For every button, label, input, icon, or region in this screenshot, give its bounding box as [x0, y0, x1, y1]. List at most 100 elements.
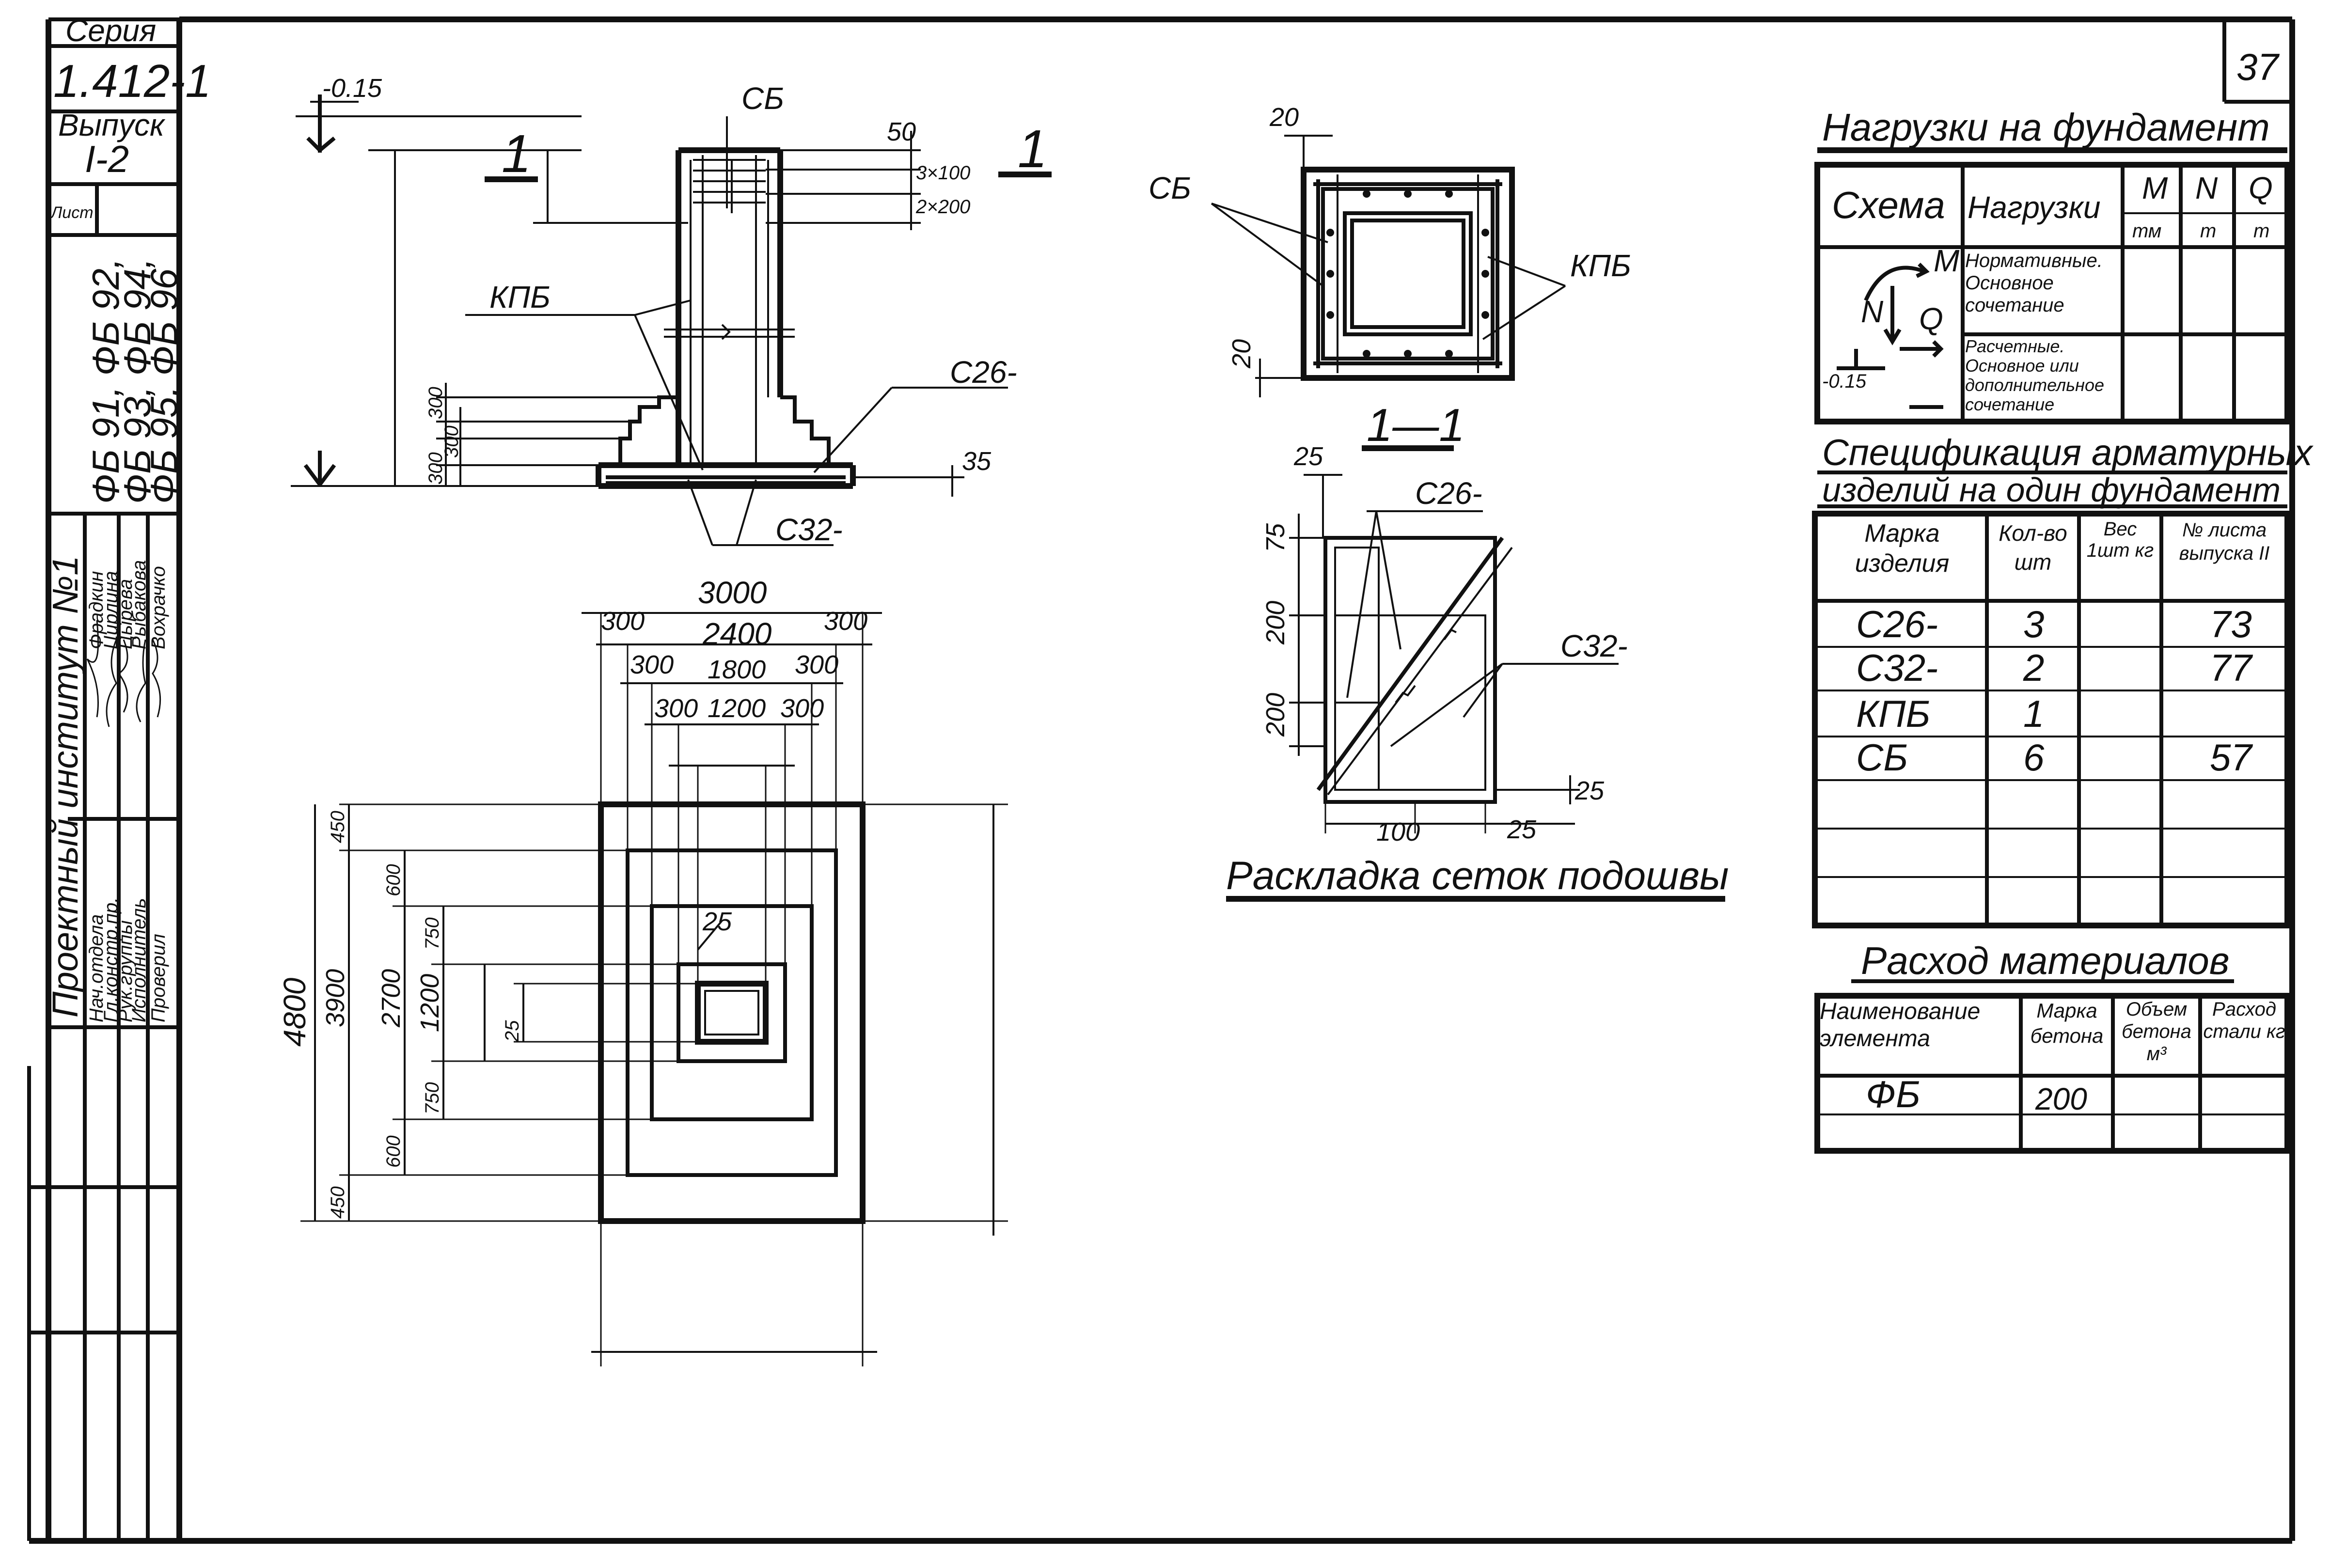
section-left-dim: 20 [1227, 339, 1256, 369]
scheme-q: Q [1919, 301, 1943, 336]
plan-w2-left: 300 [630, 650, 674, 679]
plan-h-step-top: 600 [383, 864, 404, 896]
issue-label: Выпуск [58, 108, 166, 142]
top-offset-dim: 50 [887, 117, 916, 146]
section-top-dim: 20 [1269, 103, 1299, 132]
plan-w2-mid: 1800 [708, 655, 766, 684]
spec-qty: 3 [2023, 603, 2044, 645]
spec-sheet: 77 [2210, 646, 2253, 689]
section-title: 1—1 [1367, 399, 1465, 451]
product-line-3: ФБ 95, ФБ 96 [142, 268, 185, 504]
materials-table: Расход материалов Наименование элемента … [1814, 939, 2290, 1154]
plan-h-core: 1200 [415, 974, 444, 1032]
spec-row: СБ 6 57 [1856, 736, 2253, 779]
loads-row-normative: Нормативные. Основное сочетание [1965, 250, 2103, 316]
spacing-dim-2: 2×200 [915, 196, 970, 218]
spec-qty: 2 [2023, 646, 2044, 689]
plan-h-core-bottom: 750 [422, 1082, 443, 1114]
spec-mark: КПБ [1856, 692, 1930, 735]
spec-sheet: 57 [2210, 736, 2253, 779]
loads-unit-n: т [2200, 220, 2216, 242]
mesh-dim-200a: 200 [1261, 601, 1290, 645]
plan-gap-a: 25 [502, 1020, 523, 1042]
mesh-bottom-dim-25: 25 [1507, 815, 1537, 844]
product-line-2: ФБ 93, ФБ 94, [116, 258, 158, 504]
spec-header-qty: Кол-во шт [1999, 520, 2067, 575]
plan-h-core-top: 750 [422, 917, 443, 950]
section-1-1-plan: 20 20 СБ КПБ 1—1 [1149, 103, 1631, 451]
plan-w1-mid: 2400 [702, 616, 772, 651]
materials-header-volume: Объем бетона м³ [2122, 999, 2191, 1065]
series-value: 1.412-1 [53, 55, 211, 107]
section-label-kpb: КПБ [1570, 248, 1631, 283]
mesh-title: Раскладка сеток подошвы [1226, 854, 1729, 898]
materials-element: ФБ [1866, 1073, 1921, 1115]
loads-header-scheme: Схема [1832, 184, 1945, 226]
foundation-elevation: -0.15 [291, 74, 1052, 547]
level-mark: -0.15 [322, 74, 382, 103]
plan-h-inner: 2700 [377, 969, 406, 1028]
plan-w3-right: 300 [780, 694, 824, 723]
role-2: Гл.констр.пр. [100, 897, 122, 1022]
label-c26: С26- [950, 355, 1017, 390]
loads-header-n: N [2195, 171, 2218, 205]
plan-h-outer-top: 450 [327, 811, 348, 843]
plan-w1-right: 300 [824, 607, 867, 636]
spec-row: С26- 3 73 [1856, 603, 2252, 645]
spec-title-1: Спецификация арматурных [1822, 432, 2314, 473]
role-4: Исполнитель [128, 898, 150, 1022]
loads-header-loads: Нагрузки [1968, 190, 2100, 225]
plan-w1-left: 300 [601, 607, 645, 636]
role-5: Проверил [148, 934, 169, 1022]
plan-w3-left: 300 [654, 694, 698, 723]
sheet-frame: 37 [29, 16, 2295, 1544]
plan-w3-mid: 1200 [708, 694, 766, 723]
sheet-number: 37 [2236, 46, 2280, 88]
materials-header-steel: Расход стали кг [2203, 999, 2285, 1042]
spec-header-sheet: № листа выпуска II [2179, 519, 2270, 564]
spec-title-2: изделий на один фундамент [1822, 471, 2281, 509]
institute-name: Проектный институт №1 [45, 555, 85, 1018]
product-line-1: ФБ 91, ФБ 92, [84, 258, 127, 504]
loads-table: Нагрузки на фундамент Схема Нагрузки M N… [1814, 106, 2290, 424]
loads-row-design: Расчетные. Основное или дополнительное с… [1965, 337, 2104, 414]
mesh-label-c26: С26- [1415, 476, 1482, 511]
mesh-dim-75: 75 [1261, 523, 1290, 552]
plan-w2-right: 300 [795, 650, 838, 679]
section-mark-right: 1 [1018, 119, 1047, 179]
spec-row: С32- 2 77 [1856, 646, 2253, 689]
mesh-right-dim: 25 [1574, 776, 1605, 805]
spec-mark: С32- [1856, 646, 1938, 689]
spec-table: Спецификация арматурных изделий на один … [1812, 432, 2314, 928]
spec-mark: СБ [1856, 736, 1908, 779]
sheet-label: Лист [50, 204, 94, 222]
signatures [86, 620, 161, 727]
materials-header-element: Наименование элемента [1820, 999, 1981, 1051]
spec-row: КПБ 1 [1856, 692, 2044, 735]
loads-title: Нагрузки на фундамент [1822, 106, 2270, 149]
plan-h-mid: 3900 [321, 969, 350, 1027]
step-dim-3: 300 [425, 452, 446, 485]
spec-header-mark: Марка изделия [1855, 519, 1950, 578]
foundation-plan: 3000 300 2400 300 300 1800 300 300 1200 … [277, 575, 1008, 1366]
spec-qty: 1 [2023, 692, 2044, 735]
step-dim-1: 300 [425, 387, 446, 419]
step-dim-2: 300 [441, 425, 462, 458]
plan-h-step-bottom: 600 [383, 1135, 404, 1168]
rebar-dots [1326, 190, 1489, 358]
plan-h-outer-bottom: 450 [327, 1186, 348, 1219]
loads-header-q: Q [2249, 171, 2273, 205]
section-mark-left: 1 [502, 124, 531, 184]
plan-width-total: 3000 [698, 575, 767, 610]
issue-value: I-2 [85, 138, 129, 180]
spec-mark: С26- [1856, 603, 1938, 645]
series-label: Серия [65, 13, 156, 48]
spec-qty: 6 [2023, 736, 2045, 779]
name-4: Рыбакова [128, 560, 150, 649]
load-scheme-icon: M N Q -0.15 [1822, 243, 1960, 409]
role-3: Рук.группы [115, 920, 136, 1022]
plan-gap-b: 25 [702, 907, 732, 936]
materials-title: Расход материалов [1861, 939, 2230, 982]
spec-sheet: 73 [2210, 603, 2252, 645]
materials-header-grade: Марка бетона [2030, 999, 2104, 1047]
